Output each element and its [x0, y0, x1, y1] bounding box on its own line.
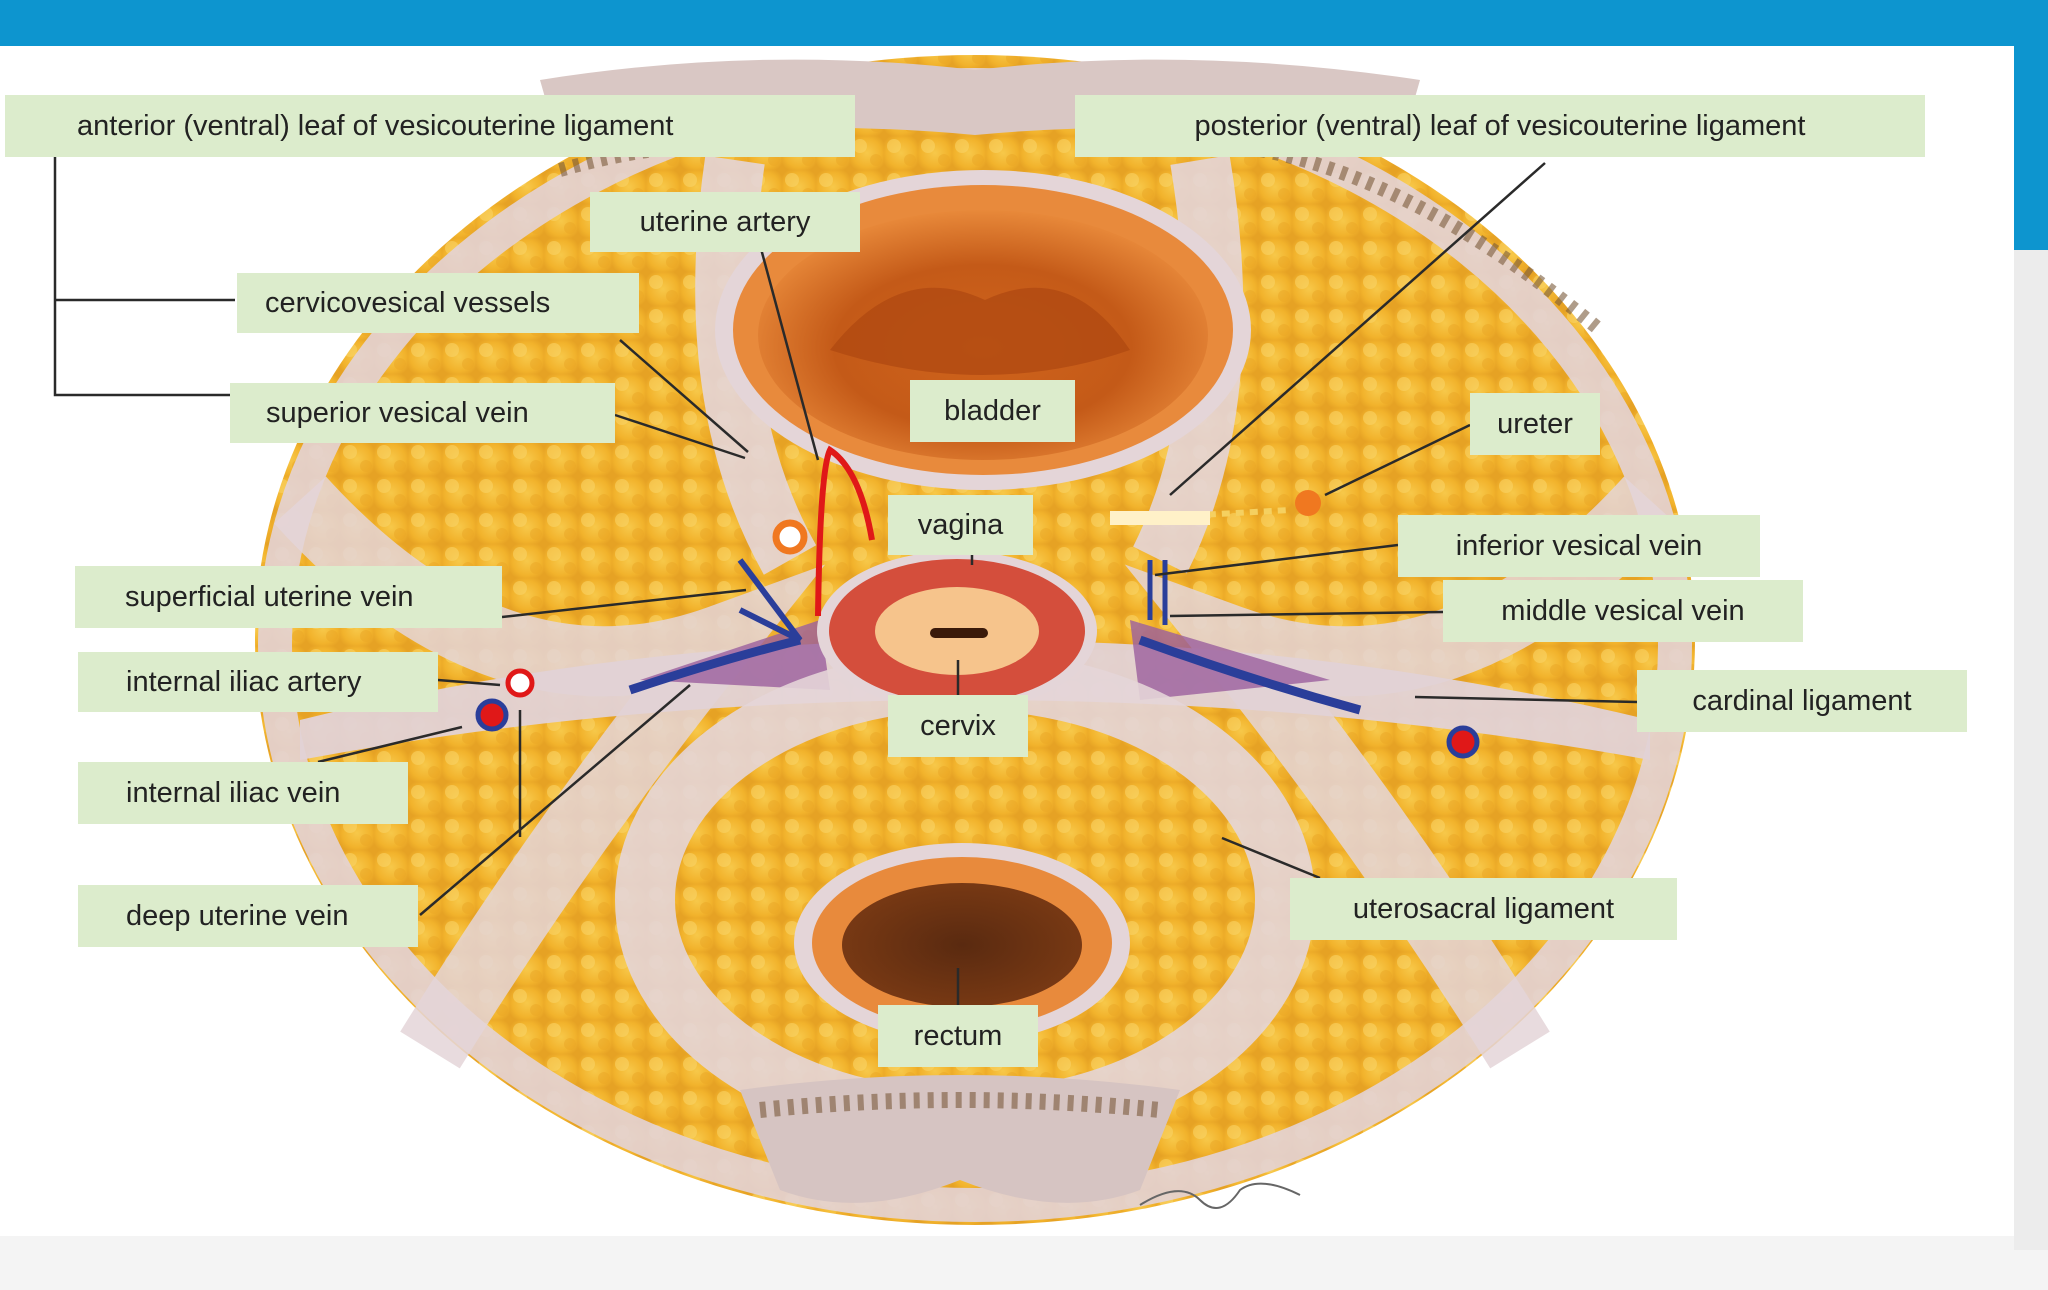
left-superficial-uterine-vein-vessel — [737, 558, 803, 643]
left-iliac-vein-vessel — [475, 698, 509, 732]
uterine-artery-vessel — [815, 445, 875, 617]
label-vagina: vagina — [888, 495, 1033, 555]
label-uterosacral-ligament: uterosacral ligament — [1290, 878, 1677, 940]
right-ureter-vessel — [1295, 490, 1321, 516]
header-bar — [0, 0, 2048, 46]
leader-lines — [53, 148, 1638, 1005]
leader-anterior-bracket — [53, 148, 235, 397]
label-superficial-uterine-vein: superficial uterine vein — [75, 566, 502, 628]
label-cervicovesical-vessels: cervicovesical vessels — [237, 273, 639, 333]
left-iliac-artery-vessel — [505, 668, 535, 698]
sacrum-texture — [759, 1092, 1161, 1118]
side-accent-bar — [2014, 0, 2048, 250]
trigone — [830, 287, 1130, 375]
leader-cardinal — [1414, 695, 1638, 704]
leader-deep-uterine — [419, 684, 691, 916]
side-panel — [2014, 250, 2048, 1250]
leader-inferior-vesical — [1154, 543, 1399, 577]
left-ureter-vessel — [772, 519, 808, 555]
leader-internal-iliac-vein — [317, 725, 463, 764]
leader-posterior-leaf — [1169, 162, 1546, 496]
leader-cervicovesical — [619, 339, 749, 453]
left-deep-uterine-vein-vessel — [628, 635, 802, 695]
label-middle-vesical-vein: middle vesical vein — [1443, 580, 1803, 642]
label-deep-uterine-vein: deep uterine vein — [78, 885, 418, 947]
label-posterior-leaf: posterior (ventral) leaf of vesicouterin… — [1075, 95, 1925, 157]
label-anterior-leaf: anterior (ventral) leaf of vesicouterine… — [5, 95, 855, 157]
right-deep-uterine-vein-vessel — [1138, 635, 1362, 715]
artist-signature — [1139, 1182, 1301, 1209]
label-internal-iliac-vein: internal iliac vein — [78, 762, 408, 824]
label-internal-iliac-artery: internal iliac artery — [78, 652, 438, 712]
pubic-texture-right — [1258, 143, 1605, 336]
label-superior-vesical-vein: superior vesical vein — [230, 383, 615, 443]
label-inferior-vesical-vein: inferior vesical vein — [1398, 515, 1760, 577]
label-cardinal-ligament: cardinal ligament — [1637, 670, 1967, 732]
right-vesical-veins-vessel — [1147, 560, 1168, 625]
cervical-os — [930, 628, 988, 638]
label-bladder: bladder — [910, 380, 1075, 442]
label-cervix: cervix — [888, 695, 1028, 757]
leader-uterine-artery — [758, 244, 820, 461]
label-uterine-artery: uterine artery — [590, 192, 860, 252]
leader-middle-vesical — [1169, 610, 1444, 618]
leader-superficial-uterine — [501, 588, 747, 619]
right-purple-tissue — [1130, 620, 1330, 700]
label-rectum: rectum — [878, 1005, 1038, 1067]
right-iliac-vein-vessel — [1446, 725, 1480, 759]
rectum-lumen — [842, 883, 1082, 1007]
leader-internal-iliac-artery — [437, 678, 501, 687]
leader-uterosacral — [1221, 836, 1321, 880]
leader-superior-vesical — [614, 413, 746, 460]
leader-ureter — [1324, 423, 1471, 497]
label-ureter: ureter — [1470, 393, 1600, 455]
